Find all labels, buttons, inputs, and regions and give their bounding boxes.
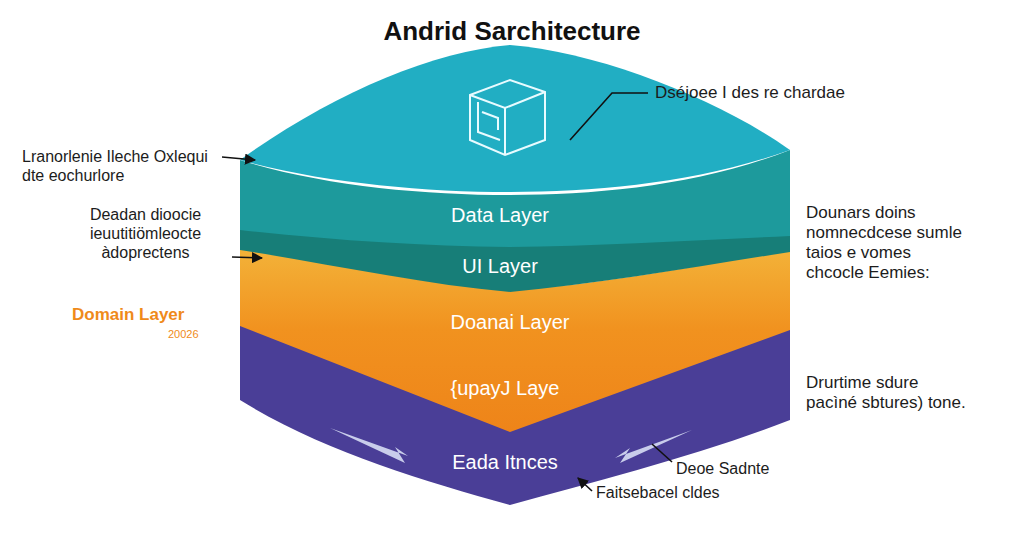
layer-name: Eada Itnces — [452, 450, 558, 474]
pale-chevron — [615, 430, 692, 463]
callout-text: Drurtime sdure pacìné sbtures) tone. — [806, 373, 966, 413]
callout-text: Deoe Sadnte — [676, 459, 816, 478]
callout-text: Dounars doins nomnecdcese sumle taios e … — [806, 203, 971, 283]
callout-text: 20026 — [168, 328, 228, 341]
box-icon — [470, 80, 545, 155]
teal-top — [240, 45, 790, 192]
callout-text: Dséjoee I des re chardae — [655, 83, 915, 103]
orange-band — [240, 245, 790, 432]
layer-band: Data Layer UI Layer — [439, 203, 561, 278]
callout-text: Domain Layer — [72, 305, 232, 325]
layer-name: Data Layer — [451, 203, 549, 227]
leader-line — [222, 93, 672, 491]
diagram-title: Andrid Sarchitecture — [0, 16, 1024, 47]
layer-band: {upayJ LayeEada Itnces — [439, 376, 572, 474]
callout-text: Faitsebacel cldes — [596, 483, 796, 502]
layer-name: {upayJ Laye — [451, 376, 560, 400]
callout-text: Deadan dioocie ieuutitiömleocte àdoprect… — [58, 205, 233, 262]
pale-chevron — [330, 428, 408, 463]
layer-name: UI Layer — [462, 254, 538, 278]
layer-band: Doanai Layer — [439, 310, 582, 334]
layer-name: Doanai Layer — [451, 310, 570, 334]
callout-text: Lranorlenie Ileche Oxlequi dte eochurlor… — [22, 147, 222, 185]
